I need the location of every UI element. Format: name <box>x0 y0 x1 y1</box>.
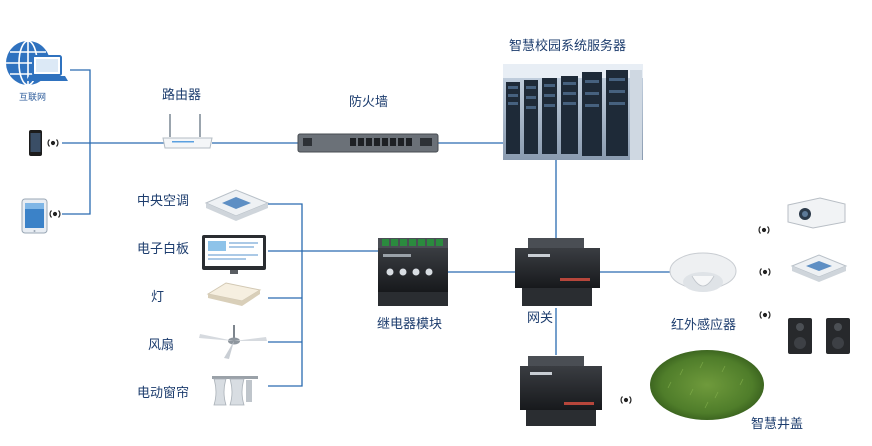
gateway-icon <box>515 238 600 306</box>
laptop-icon <box>26 55 68 81</box>
ceiling-ac-icon <box>790 254 848 282</box>
speaker-icon <box>826 318 850 354</box>
router-icon <box>162 114 213 149</box>
gateway-icon <box>520 356 602 426</box>
wireless-signal-icon <box>759 268 771 276</box>
ac-label: 中央空调 <box>137 194 190 209</box>
speaker-icon <box>788 318 812 354</box>
phone-icon <box>29 130 42 156</box>
internet-label: 互联网 <box>19 93 47 103</box>
light-label: 灯 <box>151 290 165 305</box>
tablet-icon <box>21 198 48 234</box>
ceiling-fan-icon <box>199 325 267 359</box>
wireless-signal-icon <box>620 396 632 404</box>
line-devices-bus <box>268 203 303 387</box>
whiteboard-icon <box>202 235 266 274</box>
projector-icon <box>787 197 846 229</box>
ir-sensor-icon <box>669 252 737 292</box>
whiteboard-label: 电子白板 <box>137 242 190 257</box>
ir-sensor-label: 红外感应器 <box>671 318 737 333</box>
firewall-icon <box>297 133 439 153</box>
wireless-signal-icon <box>47 139 59 147</box>
server-rack-icon <box>503 64 643 160</box>
manhole-lawn-icon <box>650 350 764 420</box>
ceiling-light-icon <box>206 282 262 306</box>
curtain-label: 电动窗帘 <box>137 386 190 401</box>
ceiling-ac-icon <box>204 189 270 221</box>
wireless-signal-icon <box>758 226 770 234</box>
router-label: 路由器 <box>162 88 202 103</box>
relay-label: 继电器模块 <box>377 317 443 332</box>
gateway-label: 网关 <box>527 311 554 326</box>
wireless-signal-icon <box>759 311 771 319</box>
fan-label: 风扇 <box>148 338 175 353</box>
connection-lines <box>62 69 672 387</box>
relay-module-icon <box>378 238 448 306</box>
line-internet-bus <box>62 69 91 215</box>
wireless-signal-icon <box>49 210 61 218</box>
firewall-label: 防火墙 <box>349 95 389 110</box>
manhole-label: 智慧井盖 <box>751 417 804 432</box>
curtain-icon <box>212 376 258 406</box>
server-label: 智慧校园系统服务器 <box>509 39 627 54</box>
